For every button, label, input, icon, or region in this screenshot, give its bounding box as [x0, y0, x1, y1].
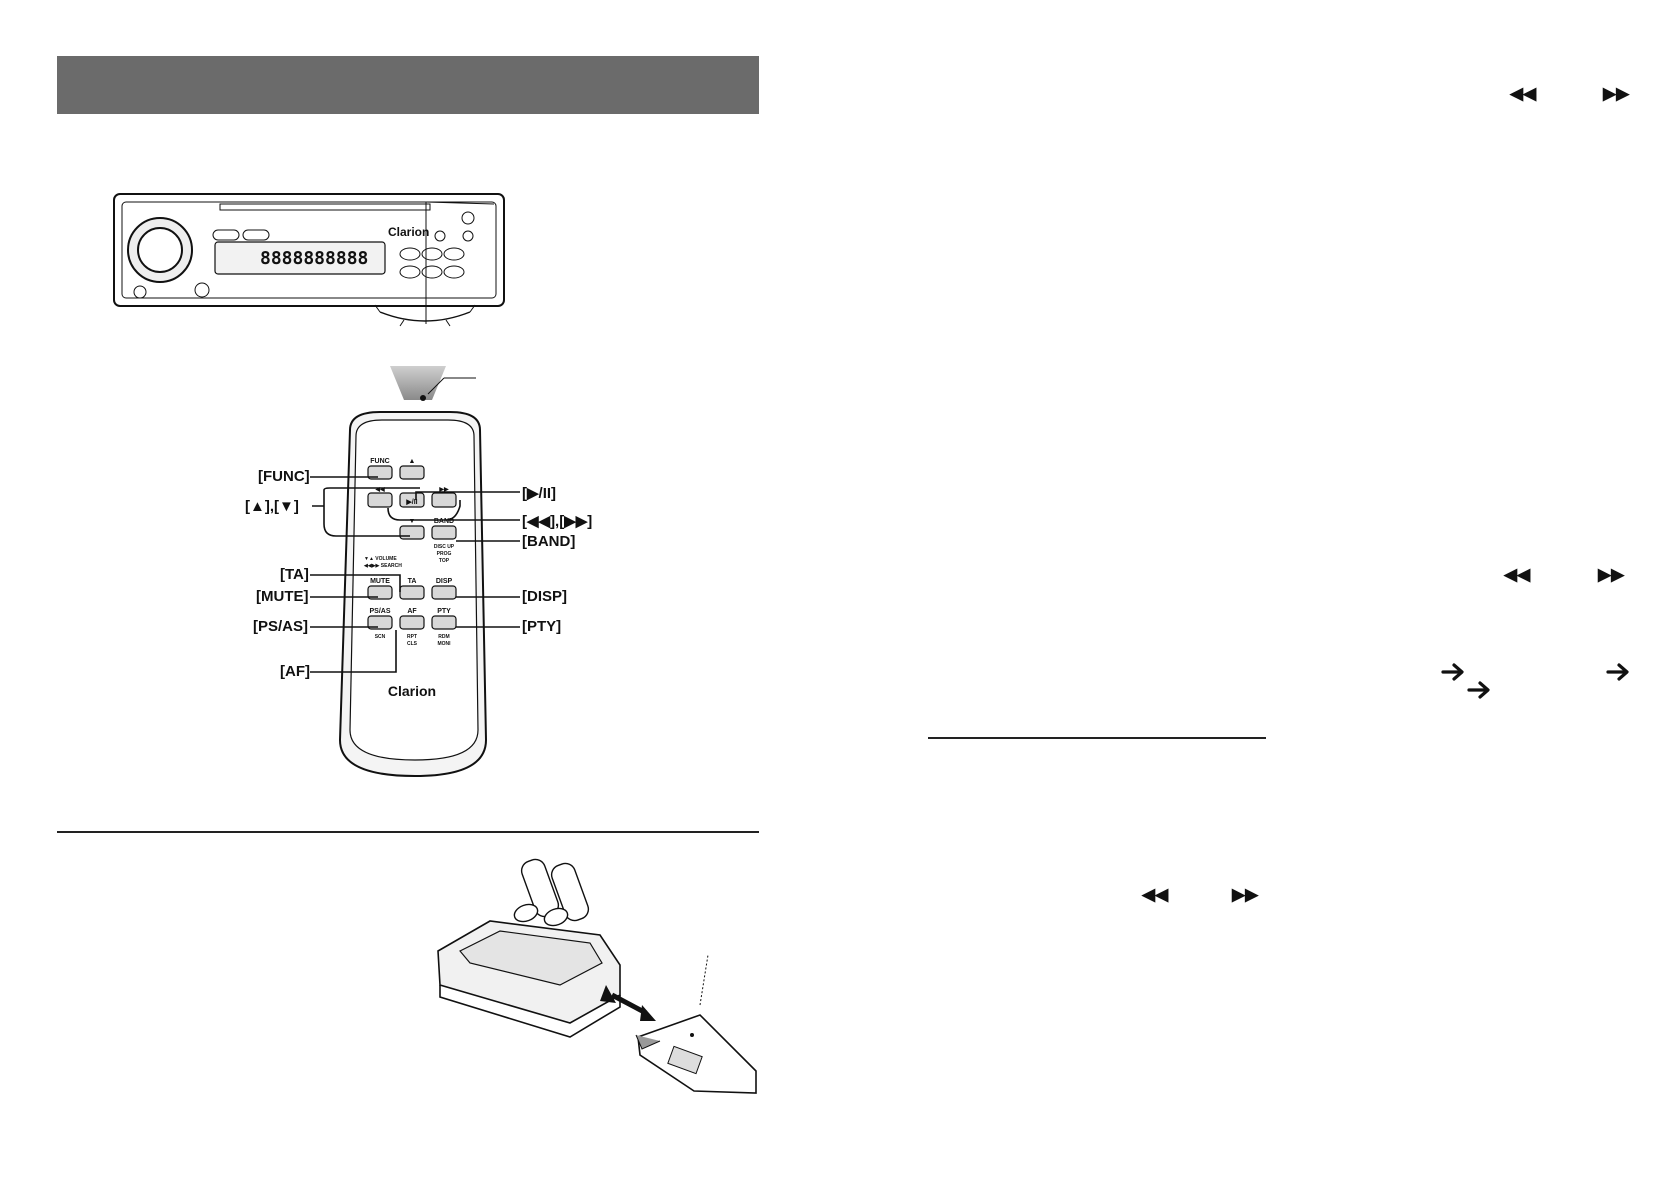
callout-ps-as: [PS/AS]: [253, 618, 309, 635]
remote-up-label: ▲: [409, 458, 416, 465]
rewind-icon: ◀◀: [1510, 84, 1537, 103]
remote-logo: Clarion: [388, 683, 436, 699]
remote-disp-label: DISP: [436, 578, 453, 585]
right-arrow-icon: [1606, 663, 1629, 681]
right-arrow-icon: [1441, 663, 1464, 681]
remote-rew-label: ◀◀: [374, 486, 385, 493]
remote-pty-sub-1: RDM: [438, 634, 449, 640]
remote-down-label: ▼: [409, 518, 416, 525]
remote-pty-key[interactable]: [431, 615, 457, 630]
remote-search-note: ◀◀▶▶ SEARCH: [363, 563, 402, 569]
remote-psas-label: PS/AS: [369, 608, 390, 615]
battery-install-illustration: [437, 858, 757, 1094]
callout-up-down: [▲],[▼]: [245, 498, 299, 515]
rewind-icon: ◀◀: [1504, 565, 1531, 584]
callout-ta: [TA]: [280, 566, 309, 583]
remote-up-key[interactable]: [399, 465, 425, 480]
remote-func-label: FUNC: [370, 458, 389, 465]
head-unit-illustration: 8888888888 Clarion: [113, 193, 505, 327]
fast-forward-icon: ▶▶: [1598, 565, 1625, 584]
ir-beam: [390, 366, 476, 401]
remote-pty-label: PTY: [437, 608, 451, 615]
remote-af-sub-1: RPT: [407, 634, 417, 640]
remote-mute-key[interactable]: [367, 585, 393, 600]
callout-band: [BAND]: [522, 533, 576, 550]
remote-mute-label: MUTE: [370, 578, 390, 585]
remote-psas-sub: SCN: [375, 634, 386, 640]
section-divider-right: [928, 737, 1266, 739]
remote-psas-key[interactable]: [367, 615, 393, 630]
remote-af-key[interactable]: [399, 615, 425, 630]
remote-play-label: ▶/II: [405, 499, 417, 506]
remote-ta-key[interactable]: [399, 585, 425, 600]
fast-forward-icon: ▶▶: [1603, 84, 1630, 103]
fast-forward-icon: ▶▶: [1232, 885, 1259, 904]
remote-disp-key[interactable]: [431, 585, 457, 600]
callout-play-pause: [▶/II]: [522, 485, 557, 502]
remote-band-sub-3: TOP: [439, 558, 450, 564]
callout-pty: [PTY]: [522, 618, 562, 635]
remote-af-sub-2: CLS: [407, 641, 418, 647]
head-unit-display: 8888888888: [260, 248, 368, 269]
remote-ff-label: ▶▶: [438, 486, 449, 493]
head-unit-logo: Clarion: [388, 225, 429, 239]
callout-func: [FUNC]: [258, 468, 310, 485]
callout-mute: [MUTE]: [256, 588, 309, 605]
remote-ff-key[interactable]: [431, 492, 457, 508]
remote-pty-sub-2: MONI: [437, 641, 451, 647]
remote-volume-note: ▼▲ VOLUME: [364, 556, 397, 562]
callout-af: [AF]: [280, 663, 310, 680]
remote-af-label: AF: [407, 608, 417, 615]
section-divider-left: [57, 831, 759, 833]
remote-band-sub-2: PROG: [437, 551, 452, 557]
callout-disp: [DISP]: [522, 588, 567, 605]
remote-illustration: FUNC ▲ ◀◀ ▶/II ▶▶ ▼ BAND DISC UP PROG TO…: [338, 411, 488, 778]
remote-play-key[interactable]: [399, 492, 425, 508]
remote-rew-key[interactable]: [367, 492, 393, 508]
remote-ta-label: TA: [408, 578, 417, 585]
remote-band-sub-1: DISC UP: [434, 544, 455, 550]
remote-func-key[interactable]: [367, 465, 393, 480]
rewind-icon: ◀◀: [1142, 885, 1169, 904]
remote-band-label: BAND: [434, 518, 454, 525]
callout-skip: [◀◀],[▶▶]: [522, 513, 593, 530]
remote-band-key[interactable]: [431, 525, 457, 540]
right-arrow-icon: [1467, 681, 1490, 699]
section-header-bar: [57, 56, 759, 114]
